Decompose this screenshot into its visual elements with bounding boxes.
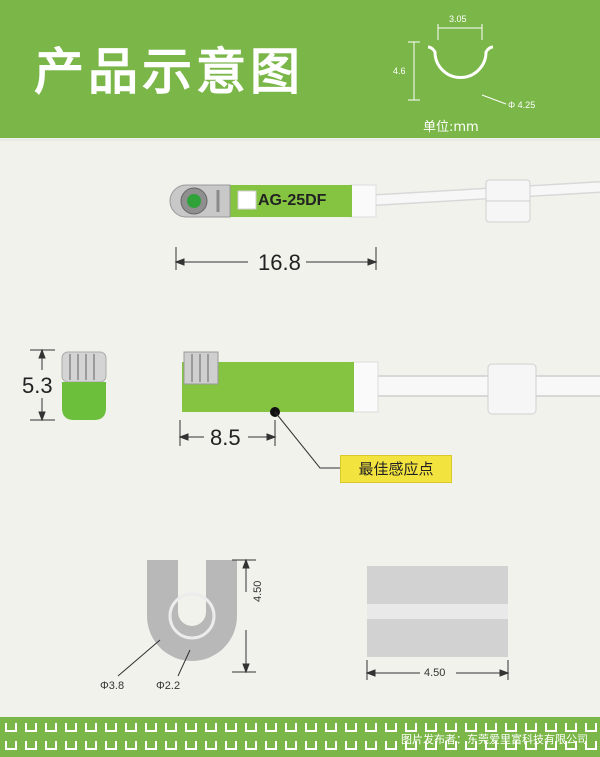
footer-pattern-mark	[5, 723, 17, 732]
sensor-end-view	[61, 351, 107, 420]
footer-pattern-mark	[85, 741, 97, 750]
footer-pattern-mark	[65, 741, 77, 750]
sense-offset-dimension	[178, 411, 340, 469]
footer-pattern-mark	[185, 723, 197, 732]
footer-pattern-mark	[325, 741, 337, 750]
sensor-side-view	[182, 351, 600, 417]
footer-banner	[0, 717, 600, 757]
header-clip-width-label: 3.05	[449, 14, 467, 24]
footer-credit: 图片发布者：东莞爱里富科技有限公司	[401, 733, 588, 746]
footer-pattern-mark	[445, 741, 457, 750]
clip-inner-diameter-label: Φ2.2	[156, 680, 181, 692]
footer-pattern-mark	[165, 723, 177, 732]
footer-pattern-mark	[185, 741, 197, 750]
footer-pattern-mark	[485, 723, 497, 732]
clip-front-dimensions	[117, 558, 256, 677]
footer-pattern-mark	[245, 741, 257, 750]
clip-outer-diameter-label: Φ3.8	[100, 680, 125, 692]
sensor-top-view	[169, 179, 600, 223]
footer-pattern-mark	[585, 723, 597, 732]
footer-pattern-mark	[325, 723, 337, 732]
footer-pattern-mark	[485, 741, 497, 750]
footer-pattern-mark	[465, 723, 477, 732]
footer-pattern-mark	[425, 741, 437, 750]
footer-pattern-mark	[405, 723, 417, 732]
header-clip-icon	[427, 45, 494, 79]
footer-pattern-mark	[545, 723, 557, 732]
header-banner	[0, 0, 600, 138]
clip-front-view	[147, 560, 237, 661]
footer-pattern-mark	[225, 741, 237, 750]
footer-pattern-mark	[305, 723, 317, 732]
footer-pattern-mark	[285, 741, 297, 750]
footer-pattern-mark	[385, 741, 397, 750]
clip-side-width-label: 4.50	[424, 667, 446, 679]
footer-pattern-mark	[125, 741, 137, 750]
clip-height-label: 4.50	[252, 580, 264, 602]
footer-pattern-mark	[345, 723, 357, 732]
length-dimension	[174, 247, 378, 270]
footer-pattern-mark	[445, 723, 457, 732]
footer-pattern-mark	[85, 723, 97, 732]
footer-pattern-mark	[265, 723, 277, 732]
footer-pattern-mark	[405, 741, 417, 750]
footer-pattern-mark	[125, 723, 137, 732]
footer-pattern-mark	[25, 723, 37, 732]
footer-pattern-mark	[145, 723, 157, 732]
footer-pattern-mark	[525, 723, 537, 732]
footer-pattern-mark	[165, 741, 177, 750]
footer-pattern-mark	[5, 741, 17, 750]
sense-offset-label: 8.5	[210, 425, 241, 450]
footer-pattern-mark	[205, 723, 217, 732]
footer-pattern-mark	[365, 723, 377, 732]
footer-pattern-mark	[345, 741, 357, 750]
footer-pattern-mark	[505, 723, 517, 732]
side-height-dimension	[30, 348, 55, 422]
footer-pattern-mark	[45, 741, 57, 750]
footer-pattern-mark	[525, 741, 537, 750]
footer-pattern-mark	[145, 741, 157, 750]
footer-pattern-mark	[265, 741, 277, 750]
side-height-label: 5.3	[22, 373, 53, 398]
sense-point-callout: 最佳感应点	[340, 455, 452, 483]
footer-pattern-mark	[425, 723, 437, 732]
page-title: 产品示意图	[34, 43, 304, 101]
footer-pattern-mark	[565, 723, 577, 732]
footer-pattern-mark	[365, 741, 377, 750]
footer-pattern-mark	[385, 723, 397, 732]
clip-side-dimension	[365, 660, 510, 680]
footer-pattern-mark	[545, 741, 557, 750]
footer-pattern-mark	[565, 741, 577, 750]
footer-pattern-mark	[105, 741, 117, 750]
unit-label: 单位:mm	[423, 120, 479, 135]
length-label: 16.8	[258, 250, 301, 275]
clip-side-view	[367, 566, 508, 657]
header-clip-height-label: 4.6	[393, 66, 406, 76]
footer-pattern-mark	[245, 723, 257, 732]
footer-pattern-mark	[25, 741, 37, 750]
footer-pattern-mark	[105, 723, 117, 732]
footer-pattern-mark	[65, 723, 77, 732]
footer-pattern-mark	[225, 723, 237, 732]
header-clip-diameter-label: Φ 4.25	[508, 100, 536, 110]
sensor-model-label: AG-25DF	[258, 192, 327, 209]
header-clip-dimlines	[408, 24, 507, 105]
footer-pattern-mark	[505, 741, 517, 750]
footer-pattern-mark	[45, 723, 57, 732]
footer-pattern-mark	[585, 741, 597, 750]
footer-pattern-mark	[205, 741, 217, 750]
footer-pattern	[5, 723, 597, 750]
footer-pattern-mark	[465, 741, 477, 750]
footer-pattern-mark	[305, 741, 317, 750]
footer-pattern-mark	[285, 723, 297, 732]
